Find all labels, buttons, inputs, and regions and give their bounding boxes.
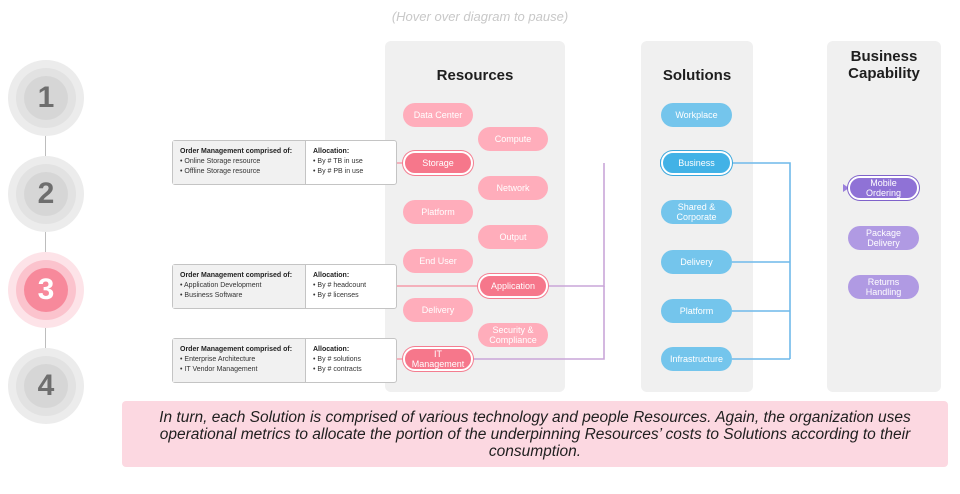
solution-business[interactable]: Business (661, 151, 732, 175)
composition-header: Order Management comprised of: (180, 148, 293, 155)
allocation-header: Allocation: (313, 346, 350, 353)
allocation-leaders (397, 162, 478, 360)
step-ring: 1 (16, 68, 76, 128)
resource-output[interactable]: Output (478, 225, 548, 249)
composition-header: Order Management comprised of: (180, 346, 293, 353)
step-2-button[interactable]: 2 (8, 156, 84, 232)
composition-item: • IT Vendor Management (180, 366, 258, 373)
link-business-trunk (732, 162, 791, 359)
allocation-panel: Allocation: • By # solutions • By # cont… (306, 339, 396, 382)
composition-item: • Business Software (180, 292, 243, 299)
composition-item: • Enterprise Architecture (180, 356, 256, 363)
solution-delivery[interactable]: Delivery (661, 250, 732, 274)
step-4-button[interactable]: 4 (8, 348, 84, 424)
composition-item: • Offline Storage resource (180, 168, 261, 175)
capability-title: Business Capability (848, 48, 920, 82)
arrow-to-mobile-ordering (843, 184, 849, 192)
step-connector (45, 98, 46, 388)
step-ring: 4 (16, 356, 76, 416)
allocation-metric: • By # headcount (313, 282, 367, 289)
allocation-metric: • By # TB in use (313, 158, 363, 165)
step-number: 4 (24, 364, 68, 408)
link-application-business (547, 163, 605, 287)
resources-title: Resources (436, 67, 514, 84)
capability-returns-handling[interactable]: Returns Handling (848, 275, 919, 299)
resource-compute[interactable]: Compute (478, 127, 548, 151)
step-ring: 2 (16, 164, 76, 224)
solution-platform[interactable]: Platform (661, 299, 732, 323)
composition-header: Order Management comprised of: (180, 272, 293, 279)
allocation-header: Allocation: (313, 148, 350, 155)
step-3-button[interactable]: 3 (8, 252, 84, 328)
resource-platform[interactable]: Platform (403, 200, 473, 224)
solution-shared-corporate[interactable]: Shared & Corporate (661, 200, 732, 224)
step-number: 1 (24, 76, 68, 120)
allocation-metric: • By # contracts (313, 366, 362, 373)
allocation-box-storage: Order Management comprised of: • Online … (172, 140, 397, 185)
link-it-management-business (473, 286, 605, 360)
step-1-button[interactable]: 1 (8, 60, 84, 136)
solution-workplace[interactable]: Workplace (661, 103, 732, 127)
capability-package-delivery[interactable]: Package Delivery (848, 226, 919, 250)
step-ring: 3 (16, 260, 76, 320)
hover-hint: (Hover over diagram to pause) (391, 9, 569, 24)
composition-item: • Online Storage resource (180, 158, 261, 165)
allocation-panel: Allocation: • By # headcount • By # lice… (306, 265, 396, 308)
composition-panel: Order Management comprised of: • Applica… (173, 265, 306, 308)
resource-data-center[interactable]: Data Center (403, 103, 473, 127)
resource-network[interactable]: Network (478, 176, 548, 200)
resource-end-user[interactable]: End User (403, 249, 473, 273)
allocation-box-it-management: Order Management comprised of: • Enterpr… (172, 338, 397, 383)
resource-storage[interactable]: Storage (403, 151, 473, 175)
resource-application[interactable]: Application (478, 274, 548, 298)
resource-it-management[interactable]: IT Management (403, 347, 473, 371)
resource-security-compliance[interactable]: Security & Compliance (478, 323, 548, 347)
allocation-header: Allocation: (313, 272, 350, 279)
allocation-metric: • By # licenses (313, 292, 359, 299)
composition-panel: Order Management comprised of: • Enterpr… (173, 339, 306, 382)
capability-mobile-ordering[interactable]: Mobile Ordering (848, 176, 919, 200)
resource-delivery[interactable]: Delivery (403, 298, 473, 322)
step-number: 2 (24, 172, 68, 216)
solution-infrastructure[interactable]: Infrastructure (661, 347, 732, 371)
allocation-box-application: Order Management comprised of: • Applica… (172, 264, 397, 309)
composition-panel: Order Management comprised of: • Online … (173, 141, 306, 184)
allocation-metric: • By # PB in use (313, 168, 364, 175)
solutions-title: Solutions (662, 67, 732, 84)
allocation-panel: Allocation: • By # TB in use • By # PB i… (306, 141, 396, 184)
step-number: 3 (24, 268, 68, 312)
allocation-metric: • By # solutions (313, 356, 361, 363)
step-caption: In turn, each Solution is comprised of v… (122, 401, 948, 467)
composition-item: • Application Development (180, 282, 262, 289)
capability-column (827, 41, 941, 392)
